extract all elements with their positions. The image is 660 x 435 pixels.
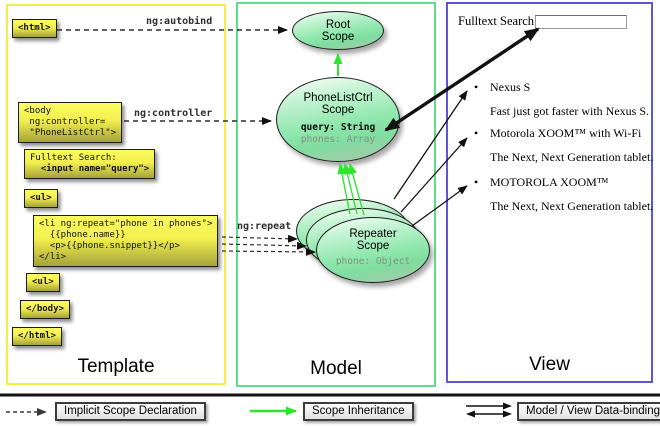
phone-list-item: • Motorola XOOM™ with Wi-Fi The Next, Nex…: [474, 126, 654, 165]
bullet-icon: •: [474, 80, 479, 94]
model-panel-label: Model: [310, 358, 362, 379]
phone-list-item: • Nexus S Fast just got faster with Nexus…: [474, 80, 650, 119]
phone-name: MOTOROLA XOOM™: [490, 175, 609, 189]
root-scope-title-line1: Root: [325, 18, 351, 31]
code-box-ul-open: <ul>: [24, 189, 58, 208]
phone-snippet: The Next, Next Generation tablet.: [490, 150, 654, 164]
legend-implicit-scope-declaration: Implicit Scope Declaration: [55, 402, 206, 421]
label-ng-autobind: ng:autobind: [146, 16, 213, 27]
code-fulltext-input: <input name="query">: [30, 164, 150, 174]
fulltext-search-input[interactable]: [535, 15, 627, 29]
label-ng-repeat: ng:repeat: [237, 221, 292, 232]
root-scope-ellipse: Root Scope: [292, 11, 384, 50]
code-box-html-close: </html>: [12, 327, 62, 346]
repeater-scope-ellipse: Repeater Scope phone: Object: [316, 217, 430, 283]
label-ng-controller: ng:controller: [134, 108, 213, 119]
model-panel: Model: [236, 2, 436, 387]
phonelistctrl-scope-ellipse: PhoneListCtrl Scope query: String phones…: [276, 77, 400, 162]
repeater-scope-title-line1: Repeater: [349, 228, 397, 240]
repeater-prop-phone: phone: Object: [335, 256, 411, 267]
code-box-html-open: <html>: [12, 19, 57, 38]
phone-list-item: • MOTOROLA XOOM™ The Next, Next Generatio…: [474, 175, 654, 214]
phone-snippet: The Next, Next Generation tablet.: [490, 199, 654, 213]
plc-scope-title-line2: Scope: [321, 104, 355, 116]
view-panel-label: View: [529, 354, 570, 375]
legend-model-view-data-binding: Model / View Data-binding: [517, 402, 660, 421]
code-fulltext-label: Fulltext Search:: [30, 153, 117, 163]
legend-double-arrow-right-head: [503, 410, 512, 418]
legend-double-arrow-top-head: [503, 402, 512, 410]
plc-prop-phones: phones: Array: [300, 134, 376, 145]
root-scope-title-line2: Scope: [321, 30, 355, 43]
code-box-body-close: </body>: [20, 300, 70, 319]
code-box-fulltext-search: Fulltext Search: <input name="query">: [24, 149, 156, 179]
plc-scope-title-line1: PhoneListCtrl: [303, 92, 373, 104]
code-box-body-open: <body ng:controller= "PhoneListCtrl">: [18, 102, 123, 143]
phone-snippet: Fast just got faster with Nexus S.: [490, 104, 649, 118]
phone-name: Nexus S: [490, 80, 531, 94]
plc-prop-query: query: String: [300, 122, 376, 133]
legend-double-arrow-left-head: [466, 410, 475, 418]
fulltext-search-label: Fulltext Search:: [458, 14, 538, 28]
bullet-icon: •: [474, 126, 479, 140]
repeater-scope-title-line2: Scope: [356, 240, 390, 252]
legend-scope-inheritance: Scope Inheritance: [303, 402, 414, 421]
code-box-li-repeat: <li ng:repeat="phone in phones"> {{phone…: [33, 215, 219, 267]
bullet-icon: •: [474, 175, 479, 189]
code-box-ul-open-2: <ul>: [26, 273, 60, 292]
template-panel-label: Template: [77, 356, 155, 377]
phone-name: Motorola XOOM™ with Wi-Fi: [490, 126, 642, 140]
